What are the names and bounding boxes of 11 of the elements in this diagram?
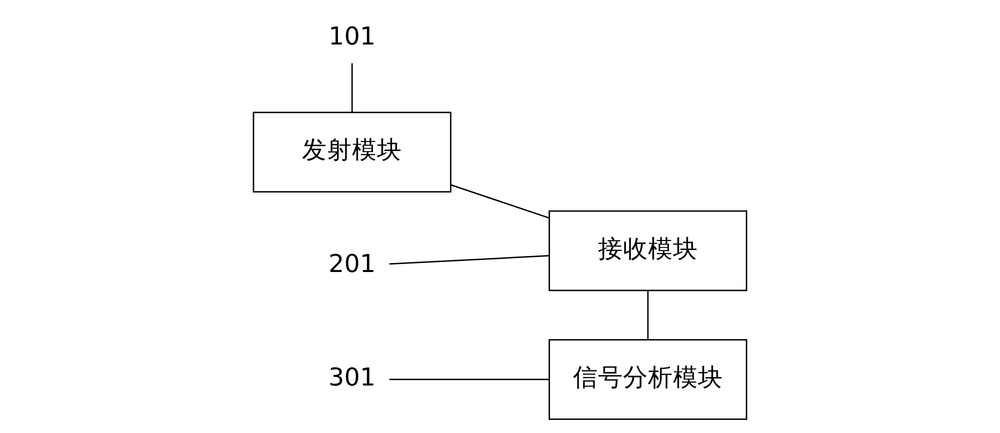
connector (389, 378, 550, 380)
node-box: 发射模块 (252, 112, 452, 193)
node-box: 接收模块 (548, 210, 748, 292)
connector (647, 290, 649, 340)
node-box: 信号分析模块 (548, 339, 748, 420)
connector (389, 255, 550, 265)
node-text: 301 (328, 362, 376, 392)
node-text: 201 (328, 248, 376, 278)
connector (351, 63, 353, 112)
node-text: 101 (328, 21, 376, 50)
connector (450, 184, 550, 219)
